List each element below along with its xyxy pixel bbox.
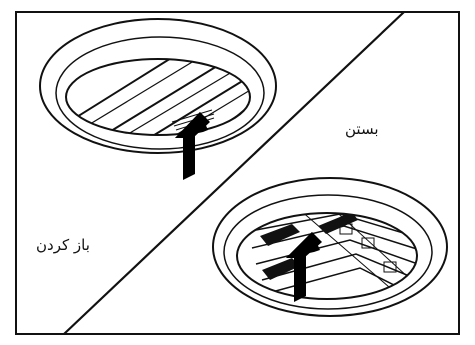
vent-open-grille-rim <box>66 59 250 135</box>
close-label: بستن <box>345 122 379 137</box>
open-label: باز کردن <box>36 238 90 253</box>
vent-close <box>213 178 447 316</box>
